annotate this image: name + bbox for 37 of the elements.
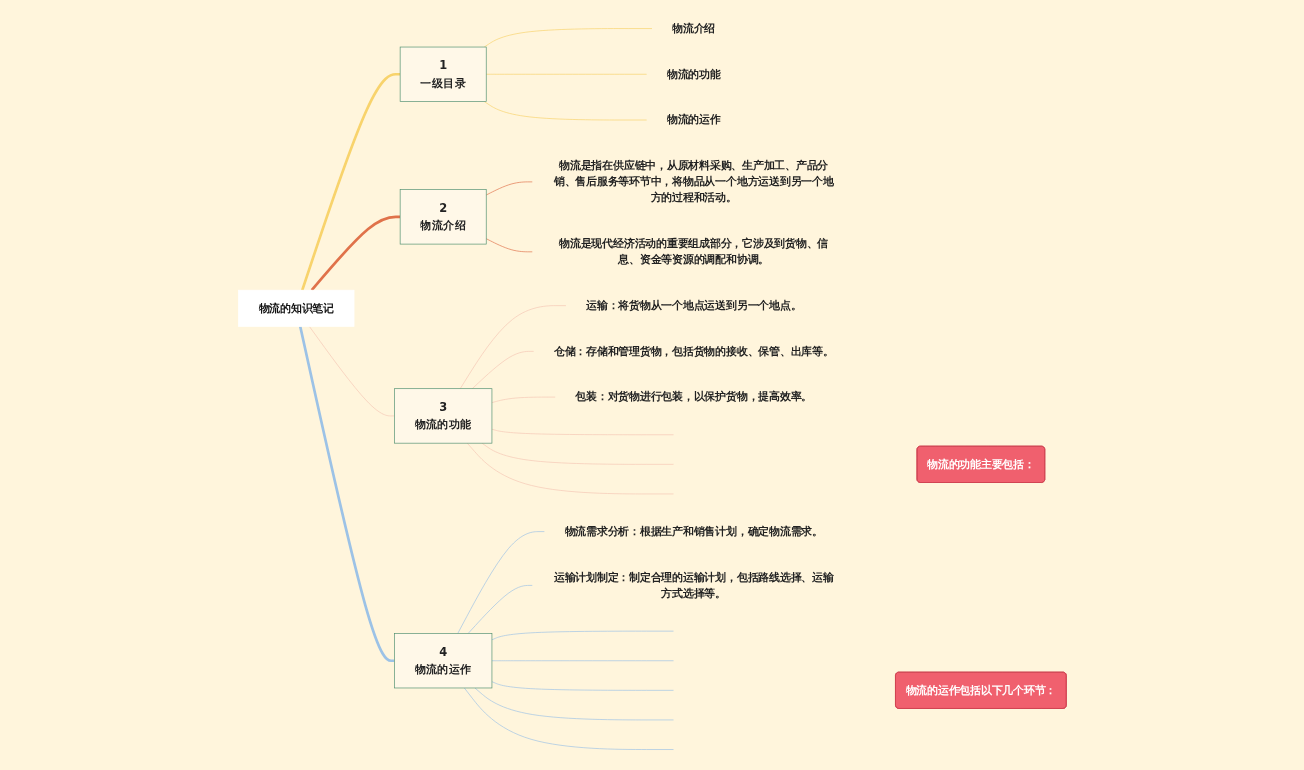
connector bbox=[483, 101, 647, 121]
connector bbox=[474, 687, 674, 721]
node-text: 包装：对货物进行包装，以保护货物，提高效率。 bbox=[574, 390, 812, 404]
connector bbox=[310, 215, 400, 292]
connector bbox=[491, 660, 674, 662]
connector bbox=[491, 428, 674, 436]
connector bbox=[483, 28, 652, 48]
node-box: 物流的知识笔记 bbox=[237, 289, 355, 327]
connector bbox=[471, 351, 534, 390]
node-text: 物流是现代经济活动的重要组成部分，它涉及到货物、信息、资金等资源的调配和协调。 bbox=[558, 237, 828, 266]
node-text: 运输：将货物从一个地点运送到另一个地点。 bbox=[585, 298, 801, 312]
node-text: 仓储：存储和管理货物，包括货物的接收、保管、出库等。 bbox=[553, 344, 834, 358]
node-text: 物流介绍 bbox=[671, 21, 715, 35]
connector bbox=[467, 585, 533, 634]
connector bbox=[300, 72, 400, 291]
connector bbox=[485, 238, 533, 253]
node-text: 运输计划制定：制定合理的运输计划，包括路线选择、运输方式选择等。 bbox=[553, 570, 834, 600]
node-text: 物流的功能 bbox=[666, 67, 721, 81]
connector bbox=[463, 687, 674, 750]
connector bbox=[308, 326, 395, 417]
connector bbox=[491, 681, 674, 691]
node-text: 物流的运作 bbox=[666, 113, 721, 127]
connector bbox=[491, 630, 674, 641]
node-box: 4 物流的运作 bbox=[393, 633, 492, 689]
connector bbox=[466, 442, 674, 495]
connector bbox=[485, 73, 647, 75]
node-box: 1 一级目录 bbox=[399, 46, 487, 102]
connector bbox=[298, 326, 395, 663]
connector bbox=[481, 442, 674, 465]
connector bbox=[491, 396, 556, 403]
node-box: 2 物流介绍 bbox=[399, 189, 487, 245]
node-text: 物流是指在供应链中，从原材料采购、生产加工、产品分销、售后服务等环节中，将物品从一个地方运送到另一个地方的过程和活动。 bbox=[553, 159, 834, 205]
connector bbox=[485, 181, 533, 196]
connector bbox=[457, 531, 545, 634]
node-box: 3 物流的功能 bbox=[393, 388, 492, 444]
node-text: 物流需求分析：根据生产和销售计划，确定物流需求。 bbox=[564, 524, 823, 538]
connector bbox=[459, 305, 566, 390]
